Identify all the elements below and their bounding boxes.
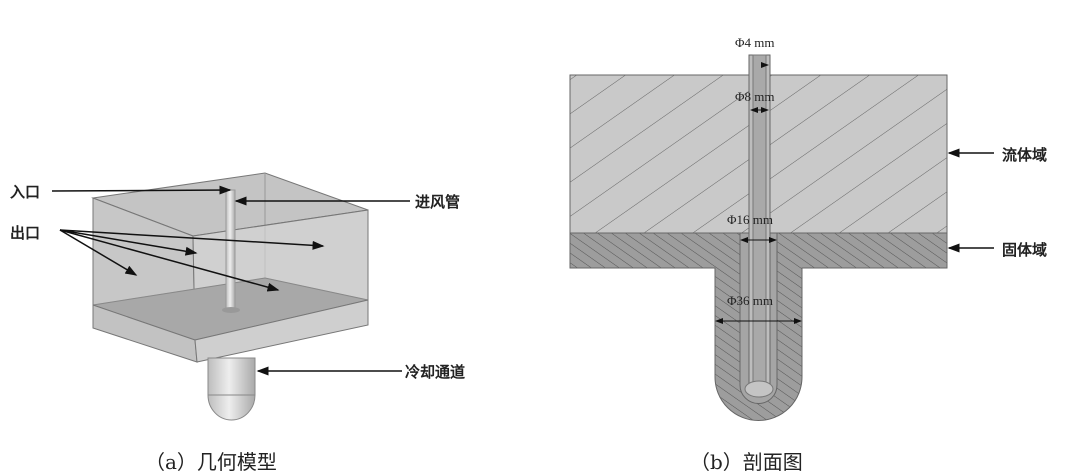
geometric-model — [51, 172, 410, 421]
label-inlet: 入口 — [10, 183, 41, 201]
dim-16mm: Φ16 mm — [727, 212, 773, 227]
label-fluid-domain: 流体域 — [1002, 146, 1048, 164]
dim-8mm: Φ8 mm — [735, 89, 775, 104]
label-solid-domain: 固体域 — [1002, 241, 1048, 259]
label-cooling-channel: 冷却通道 — [405, 363, 466, 381]
caption-a: （a）几何模型 — [145, 450, 277, 474]
cooling-channel — [207, 357, 256, 421]
label-air-pipe: 进风管 — [415, 193, 461, 211]
dim-4mm: Φ4 mm — [735, 35, 775, 50]
caption-b: （b）剖面图 — [690, 450, 803, 474]
dim-36mm: Φ36 mm — [727, 293, 773, 308]
air-pipe — [225, 189, 236, 311]
cross-section — [569, 54, 994, 421]
label-outlet: 出口 — [10, 224, 41, 242]
